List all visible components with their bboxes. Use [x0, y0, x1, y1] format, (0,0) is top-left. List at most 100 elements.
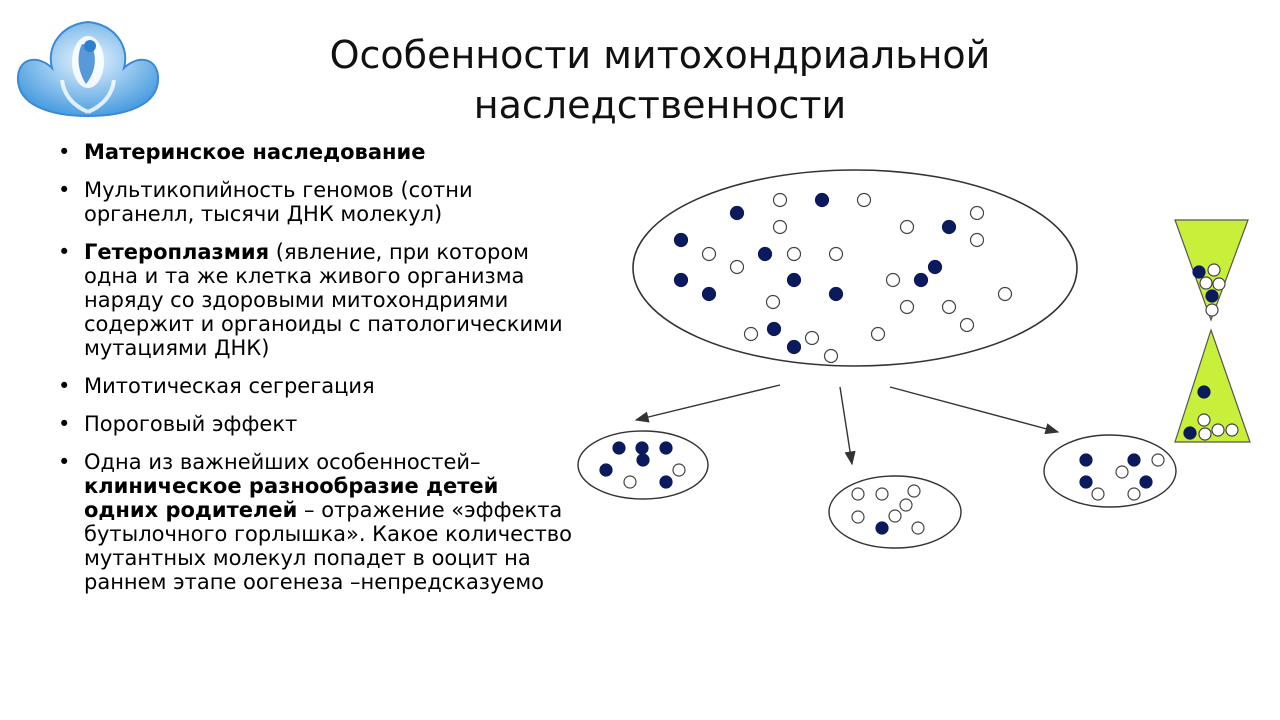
normal-mitochondrion — [885, 272, 901, 288]
normal-mitochondrion — [1197, 413, 1211, 427]
mutant-mitochondrion — [673, 272, 689, 288]
mutant-mitochondrion — [636, 453, 650, 467]
mutant-mitochondrion — [786, 272, 802, 288]
mutant-mitochondrion — [729, 205, 745, 221]
mutant-mitochondrion — [814, 192, 830, 208]
normal-mitochondrion — [743, 326, 759, 342]
bullet-text: Пороговый эффект — [84, 412, 298, 436]
list-item: Митотическая сегрегация — [56, 374, 576, 398]
bullet-text: Мультикопийность геномов (сотни органелл… — [84, 178, 473, 226]
page-title: Особенности митохондриальной наследствен… — [260, 30, 1060, 130]
normal-mitochondrion — [888, 509, 902, 523]
logo-icon — [16, 20, 160, 118]
arrow-right — [889, 386, 1060, 435]
daughter-middle-mitochondria — [851, 484, 925, 535]
normal-mitochondrion — [729, 259, 745, 275]
normal-mitochondrion — [959, 317, 975, 333]
mutant-mitochondrion — [1192, 265, 1206, 279]
normal-mitochondrion — [899, 219, 915, 235]
mutant-mitochondrion — [828, 286, 844, 302]
mutant-mitochondrion — [1127, 453, 1141, 467]
mutant-mitochondrion — [635, 441, 649, 455]
normal-mitochondrion — [969, 232, 985, 248]
mutant-mitochondrion — [599, 463, 613, 477]
normal-mitochondrion — [1198, 427, 1212, 441]
list-item: Гетероплазмия (явление, при котором одна… — [56, 240, 576, 360]
normal-mitochondrion — [765, 294, 781, 310]
bullet-text: Митотическая сегрегация — [84, 374, 375, 398]
mutant-mitochondrion — [757, 246, 773, 262]
normal-mitochondrion — [1091, 487, 1105, 501]
normal-mitochondrion — [804, 330, 820, 346]
mutant-mitochondrion — [1139, 475, 1153, 489]
mutant-mitochondrion — [1197, 385, 1211, 399]
title-line-2: наследственности — [473, 83, 847, 127]
mutant-mitochondrion — [1079, 453, 1093, 467]
normal-mitochondrion — [907, 484, 921, 498]
normal-mitochondrion — [870, 326, 886, 342]
normal-mitochondrion — [786, 246, 802, 262]
normal-mitochondrion — [997, 286, 1013, 302]
mutant-mitochondrion — [701, 286, 717, 302]
normal-mitochondrion — [672, 463, 686, 477]
normal-mitochondrion — [875, 487, 889, 501]
mutant-mitochondrion — [673, 232, 689, 248]
list-item: Мультикопийность геномов (сотни органелл… — [56, 178, 576, 226]
normal-mitochondrion — [772, 192, 788, 208]
normal-mitochondrion — [701, 246, 717, 262]
mutant-mitochondrion — [612, 441, 626, 455]
bottleneck-top — [1174, 219, 1249, 322]
parent-mitochondria — [673, 192, 1013, 364]
normal-mitochondrion — [823, 348, 839, 364]
mutant-mitochondrion — [766, 321, 782, 337]
normal-mitochondrion — [911, 521, 925, 535]
bottleneck-bottom — [1174, 328, 1251, 443]
bullet-text: (явление, при котором одна и та же клетк… — [84, 240, 563, 360]
normal-mitochondrion — [969, 205, 985, 221]
bullet-bold-text: Материнское наследование — [84, 140, 426, 164]
mutant-mitochondrion — [875, 521, 889, 535]
mutant-mitochondrion — [913, 272, 929, 288]
normal-mitochondrion — [772, 219, 788, 235]
normal-mitochondrion — [899, 498, 913, 512]
normal-mitochondrion — [828, 246, 844, 262]
list-item: Пороговый эффект — [56, 412, 576, 436]
normal-mitochondrion — [856, 192, 872, 208]
normal-mitochondrion — [1199, 276, 1213, 290]
normal-mitochondrion — [941, 299, 957, 315]
bullet-text: Одна из важнейших особенностей– — [84, 450, 481, 474]
mutant-mitochondrion — [1183, 426, 1197, 440]
normal-mitochondrion — [1212, 277, 1226, 291]
normal-mitochondrion — [851, 487, 865, 501]
mutant-mitochondrion — [659, 441, 673, 455]
normal-mitochondrion — [899, 299, 915, 315]
parent-cell — [632, 169, 1078, 367]
mutant-mitochondrion — [1079, 475, 1093, 489]
mutant-mitochondrion — [941, 219, 957, 235]
arrow-left — [634, 384, 781, 423]
normal-mitochondrion — [1115, 465, 1129, 479]
normal-mitochondrion — [1207, 263, 1221, 277]
title-line-1: Особенности митохондриальной — [329, 33, 991, 77]
mutant-mitochondrion — [786, 339, 802, 355]
daughter-cell-left — [577, 430, 709, 500]
mutant-mitochondrion — [1205, 289, 1219, 303]
bottleneck-mitochondria — [1183, 263, 1239, 441]
bullet-list: Материнское наследование Мультикопийност… — [56, 140, 576, 608]
bullet-text: – отражение «эффекта бутылочного горлышк… — [84, 498, 573, 594]
mutant-mitochondrion — [659, 475, 673, 489]
arrow-middle — [839, 386, 856, 466]
daughter-cell-middle — [828, 475, 962, 549]
normal-mitochondrion — [1127, 487, 1141, 501]
normal-mitochondrion — [851, 510, 865, 524]
daughter-right-mitochondria — [1079, 453, 1165, 501]
bullet-bold-text: Гетероплазмия — [84, 240, 270, 264]
mutant-mitochondrion — [927, 259, 943, 275]
daughter-cell-right — [1043, 434, 1177, 508]
normal-mitochondrion — [623, 475, 637, 489]
normal-mitochondrion — [1225, 423, 1239, 437]
normal-mitochondrion — [1151, 453, 1165, 467]
list-item: Одна из важнейших особенностей–клиническ… — [56, 450, 576, 594]
list-item: Материнское наследование — [56, 140, 576, 164]
bullet-bold-text: клиническое разнообразие детей одних род… — [84, 474, 499, 522]
